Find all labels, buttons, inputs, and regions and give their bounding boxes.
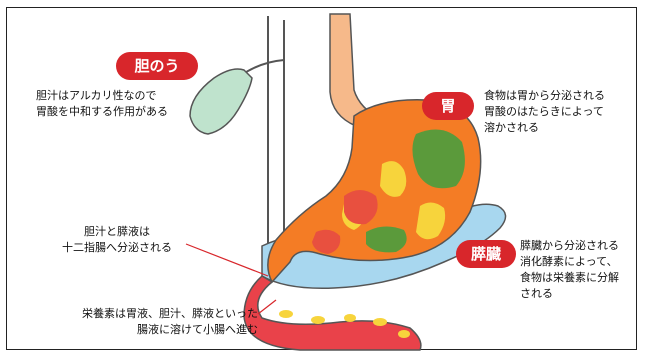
nutrients-note: 栄養素は胃液、胆汁、膵液といった 腸液に溶けて小腸へ進む xyxy=(18,306,258,338)
duodenum-note: 胆汁と膵液は 十二指腸へ分泌される xyxy=(62,224,172,256)
pointer-line xyxy=(258,300,276,314)
nutrient-dot xyxy=(373,318,387,326)
pancreas-note: 膵臓から分泌される 消化酵素によって、 食物は栄養素に分解 される xyxy=(520,238,619,302)
nutrient-dot xyxy=(279,310,293,318)
food-piece-green xyxy=(366,226,407,252)
stomach-note: 食物は胃から分泌される 胃酸のはたらきによって 溶かされる xyxy=(484,88,605,136)
gallbladder-label: 胆のう xyxy=(116,52,198,80)
pancreas-label: 膵臓 xyxy=(456,240,516,268)
stomach-label: 胃 xyxy=(422,92,474,120)
pointer-line xyxy=(186,244,268,276)
nutrient-dot xyxy=(344,314,356,322)
gallbladder-note: 胆汁はアルカリ性なので 胃酸を中和する作用がある xyxy=(36,88,168,120)
nutrient-dot xyxy=(311,316,325,324)
gallbladder xyxy=(190,69,252,134)
nutrient-dot xyxy=(398,330,410,338)
